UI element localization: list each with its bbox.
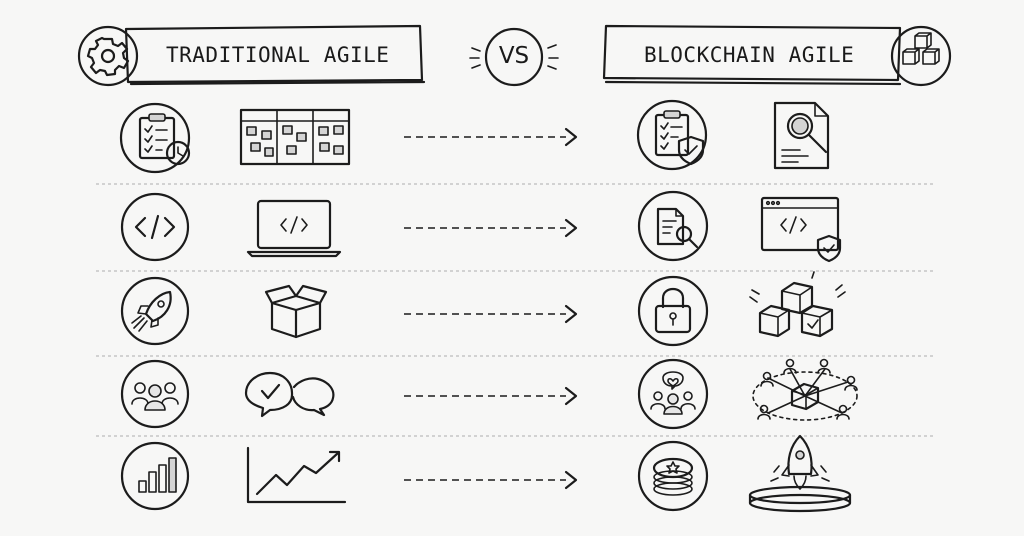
code-icon [120,192,190,262]
arrow-right-icon [404,304,578,324]
community-heart-icon [637,358,709,430]
team-icon [120,359,190,429]
blockchain-agile-title: BLOCKCHAIN AGILE [644,43,855,67]
vs-label: VS [498,43,530,69]
chat-bubbles-icon [244,371,335,418]
gear-icon [86,36,130,77]
document-search-icon [773,101,830,170]
bar-chart-icon [120,441,190,511]
arrows [404,127,578,490]
rocket-launchpad-icon [748,434,852,513]
padlock-icon [637,275,709,347]
token-coin-stack-icon [637,440,709,512]
clipboard-shield-icon [636,99,708,171]
vs-badge [469,27,559,87]
block-stack-check-icon [749,271,846,338]
traditional-agile-title: TRADITIONAL AGILE [166,43,390,67]
rocket-icon [120,276,190,346]
row-separators [96,183,936,437]
growth-line-chart-icon [246,446,347,504]
laptop-code-icon [246,199,342,258]
arrow-right-icon [404,127,578,147]
document-magnifier-icon [637,190,709,262]
kanban-board-icon [239,108,351,166]
open-box-icon [264,284,328,339]
blocks-icon [902,32,940,65]
planning-clipboard-clock-icon [119,102,191,174]
arrow-right-icon [404,386,578,406]
arrow-right-icon [404,470,578,490]
header-right-banner [602,24,952,87]
arrow-right-icon [404,218,578,238]
browser-code-shield-icon [760,196,842,263]
network-nodes-icon [752,358,858,421]
